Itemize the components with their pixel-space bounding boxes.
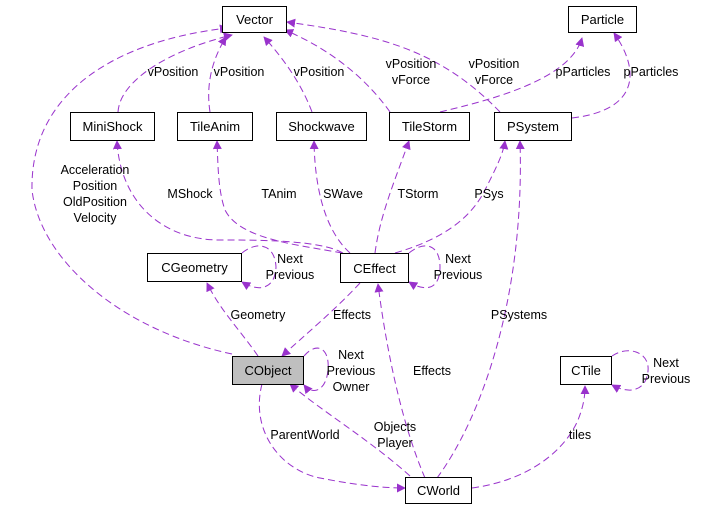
edge-label-cgeometry-self: Next Previous [265, 252, 315, 282]
edge-cobject-self [303, 347, 329, 395]
edge-cworld-psystem [436, 140, 525, 479]
class-node-ceffect[interactable]: CEffect [340, 253, 409, 283]
edge-label-minishock-vector: vPosition [147, 65, 199, 79]
edge-label-cworld-cobject: Objects Player [373, 420, 417, 450]
edge-label-psystem-vector: vPosition vForce [468, 57, 520, 87]
edge-cworld-cobject [289, 383, 411, 477]
edge-ceffect-minishock [112, 140, 344, 254]
edge-label-tilestorm-vector: vPosition vForce [385, 57, 437, 87]
edge-minishock-vector [117, 32, 233, 113]
edge-label-ceffect-tilestorm: TStorm [397, 187, 439, 201]
class-node-particle[interactable]: Particle [568, 6, 637, 33]
edge-label-ceffect-minishock: MShock [167, 187, 213, 201]
edge-label-shockwave-vector: vPosition [293, 65, 345, 79]
edge-label-ceffect-shockwave: SWave [323, 187, 363, 201]
edge-ceffect-self [408, 245, 441, 291]
edge-ceffect-psystem [394, 140, 509, 254]
edge-label-cobject-cworld: ParentWorld [270, 428, 340, 442]
edge-tilestorm-particle [439, 37, 585, 113]
edge-cgeometry-self [241, 245, 277, 291]
edge-label-ceffect-psystem: PSys [474, 187, 504, 201]
edge-ceffect-tilestorm [374, 140, 411, 254]
edge-ctile-self [611, 350, 649, 393]
edge-cobject-vector [31, 24, 233, 355]
edge-label-cworld-ceffect: Effects [413, 364, 451, 378]
class-node-vector[interactable]: Vector [222, 6, 287, 33]
class-node-minishock[interactable]: MiniShock [70, 112, 155, 141]
class-node-cworld[interactable]: CWorld [405, 477, 472, 504]
class-node-cgeometry[interactable]: CGeometry [147, 253, 242, 282]
edge-label-psystem-particle: pParticles [623, 65, 679, 79]
edge-tilestorm-vector [284, 29, 391, 113]
edge-label-ctile-self: Next Previous [641, 356, 691, 386]
edge-psystem-particle [571, 32, 631, 119]
edge-shockwave-vector [263, 36, 313, 113]
edge-label-cobject-ceffect: Effects [333, 308, 371, 322]
edge-label-cobject-cgeometry: Geometry [230, 308, 286, 322]
edge-label-cobject-vector: Acceleration Position OldPosition Veloci… [60, 163, 130, 225]
edge-ceffect-shockwave [309, 140, 351, 254]
edge-psystem-vector [286, 18, 501, 113]
class-node-tileanim[interactable]: TileAnim [177, 112, 253, 141]
edge-ceffect-tileanim [212, 140, 343, 254]
edge-cworld-ctile [471, 385, 590, 489]
class-node-psystem[interactable]: PSystem [494, 112, 572, 141]
class-node-shockwave[interactable]: Shockwave [276, 112, 367, 141]
edge-cobject-ceffect [281, 282, 361, 357]
edge-label-cobject-self: Next Previous Owner [326, 348, 376, 394]
edge-label-ceffect-tileanim: TAnim [261, 187, 297, 201]
edge-label-cworld-ctile: tiles [568, 428, 592, 442]
edge-label-cworld-psystem: PSystems [490, 308, 548, 322]
class-node-cobject[interactable]: CObject [232, 356, 304, 385]
edge-cobject-cgeometry [206, 282, 259, 357]
edge-label-tileanim-vector: vPosition [213, 65, 265, 79]
edge-cobject-cworld [258, 383, 406, 493]
edge-cworld-ceffect [374, 283, 426, 479]
edge-label-ceffect-self: Next Previous [433, 252, 483, 282]
edge-label-tilestorm-particle: pParticles [555, 65, 611, 79]
class-node-tilestorm[interactable]: TileStorm [389, 112, 470, 141]
class-node-ctile[interactable]: CTile [560, 356, 612, 385]
edge-tileanim-vector [208, 36, 227, 113]
